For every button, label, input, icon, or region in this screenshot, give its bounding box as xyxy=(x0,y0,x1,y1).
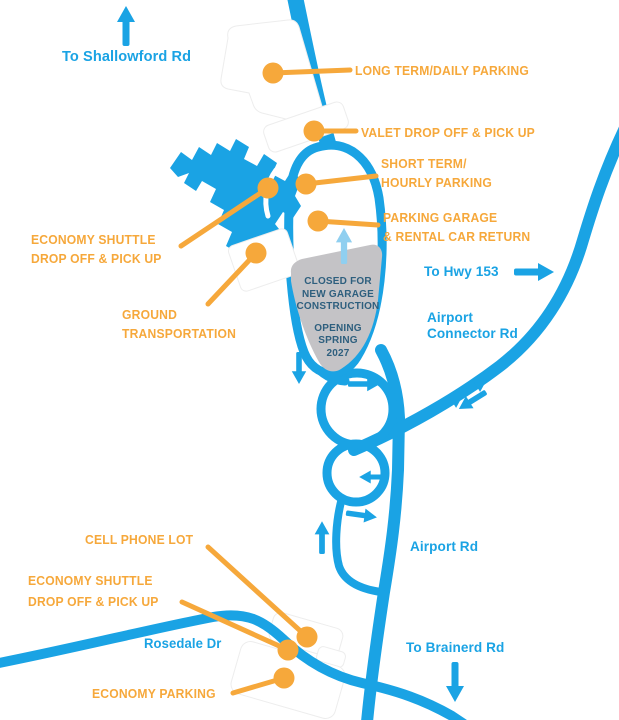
ground-transportation-shape xyxy=(228,228,300,292)
rosedale-dr-label: Rosedale Dr xyxy=(144,636,222,651)
economy-shuttle-terminal-marker xyxy=(257,177,279,199)
hwy153-label: To Hwy 153 xyxy=(424,263,499,279)
cell-phone-lot-label: CELL PHONE LOT xyxy=(85,533,194,547)
economy-shuttle-lot-label: ECONOMY SHUTTLE DROP OFF & PICK UP xyxy=(28,574,159,609)
economy-parking-label: ECONOMY PARKING xyxy=(92,687,216,701)
hwy153-arrow-icon xyxy=(514,263,554,281)
ground-transportation-label: GROUND TRANSPORTATION xyxy=(122,308,237,341)
cell-lot-loop-road xyxy=(332,494,385,596)
cell-loop-arrow-icon xyxy=(345,506,378,525)
economy-shuttle-lot-leader xyxy=(179,599,291,653)
airport-rd-label: Airport Rd xyxy=(410,538,479,554)
shallowford-arrow-icon xyxy=(117,6,135,46)
cell-phone-marker xyxy=(296,626,318,648)
rosedale-dr-road xyxy=(0,610,467,720)
northbound-arrow-icon xyxy=(314,521,330,554)
construction-notice: CLOSED FOR NEW GARAGE CONSTRUCTION OPENI… xyxy=(296,276,380,359)
interchange-loop-bottom xyxy=(322,439,390,507)
long-term-marker xyxy=(262,62,284,84)
brainerd-arrow-icon xyxy=(446,662,464,702)
airport-connector-road xyxy=(348,126,619,456)
garage-marker xyxy=(307,210,329,232)
short-term-marker xyxy=(295,173,317,195)
brainerd-label: To Brainerd Rd xyxy=(406,639,505,655)
long-term-label: LONG TERM/DAILY PARKING xyxy=(355,64,530,78)
airport-rd-road xyxy=(361,344,405,720)
valet-marker xyxy=(303,120,325,142)
garage-label: PARKING GARAGE & RENTAL CAR RETURN xyxy=(383,211,531,244)
shallowford-label: To Shallowford Rd xyxy=(62,48,192,65)
cell-phone-leader xyxy=(205,544,310,640)
ground-transportation-leader xyxy=(205,250,259,307)
long-term-leader xyxy=(270,67,353,76)
valet-label: VALET DROP OFF & PICK UP xyxy=(361,126,535,140)
ground-transportation-marker xyxy=(245,242,267,264)
economy-shuttle-terminal-leader xyxy=(178,185,271,249)
connector-rd-label: Airport Connector Rd xyxy=(427,309,518,341)
economy-shuttle-lot-marker xyxy=(277,639,299,661)
construction-zone xyxy=(290,244,383,372)
economy-shuttle-terminal-label: ECONOMY SHUTTLE DROP OFF & PICK UP xyxy=(31,233,162,266)
short-term-leader xyxy=(303,173,379,187)
economy-parking-marker xyxy=(273,667,295,689)
short-term-label: SHORT TERM/ HOURLY PARKING xyxy=(381,157,492,190)
